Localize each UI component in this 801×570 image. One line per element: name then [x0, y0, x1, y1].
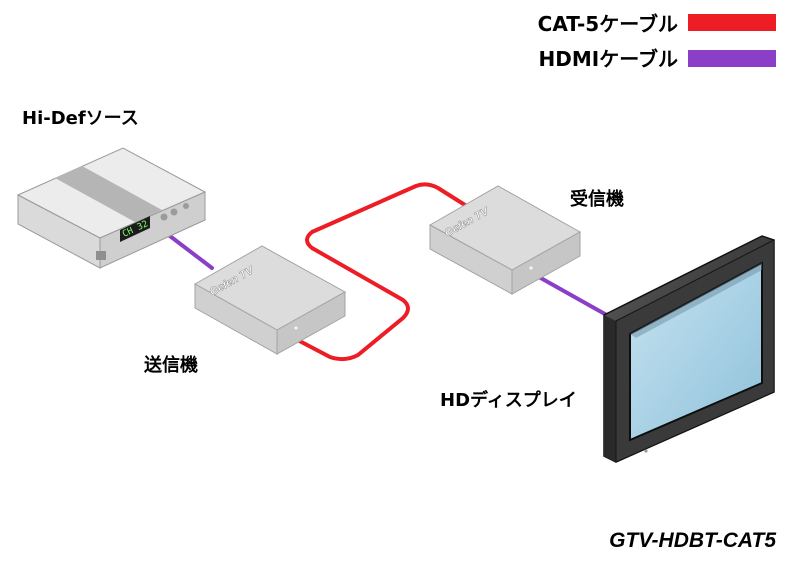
legend-label-cat5: CAT-5ケーブル — [538, 12, 678, 36]
power-led-icon — [644, 449, 648, 453]
transmitter-device: Gefen TV — [193, 245, 347, 355]
cat5-cable — [288, 182, 467, 362]
hdmi-cable-receiver-to-display — [528, 270, 614, 320]
receiver-device: Gefen TV — [428, 185, 582, 295]
display-screen — [629, 261, 763, 442]
display-label: HDディスプレイ — [440, 389, 577, 411]
hd-display-device — [603, 235, 775, 463]
legend-swatch-cat5 — [688, 14, 776, 31]
button-icon — [170, 208, 178, 216]
button-icon — [160, 213, 168, 221]
hi-def-source-device: CH 32 — [16, 147, 207, 269]
receiver-label: 受信機 — [570, 188, 624, 210]
source-front-display — [120, 216, 150, 242]
legend-item-hdmi: HDMIケーブル — [539, 47, 776, 71]
legend-swatch-hdmi — [688, 50, 776, 67]
button-icon — [183, 203, 189, 209]
model-number: GTV-HDBT-CAT5 — [609, 529, 776, 552]
legend-label-hdmi: HDMIケーブル — [539, 47, 678, 71]
legend-item-cat5: CAT-5ケーブル — [538, 12, 776, 36]
led-icon — [294, 326, 298, 330]
legend: CAT-5ケーブル HDMIケーブル — [538, 12, 776, 71]
source-label: Hi-Defソース — [22, 108, 139, 129]
led-icon — [529, 266, 533, 270]
transmitter-label: 送信機 — [143, 354, 198, 376]
